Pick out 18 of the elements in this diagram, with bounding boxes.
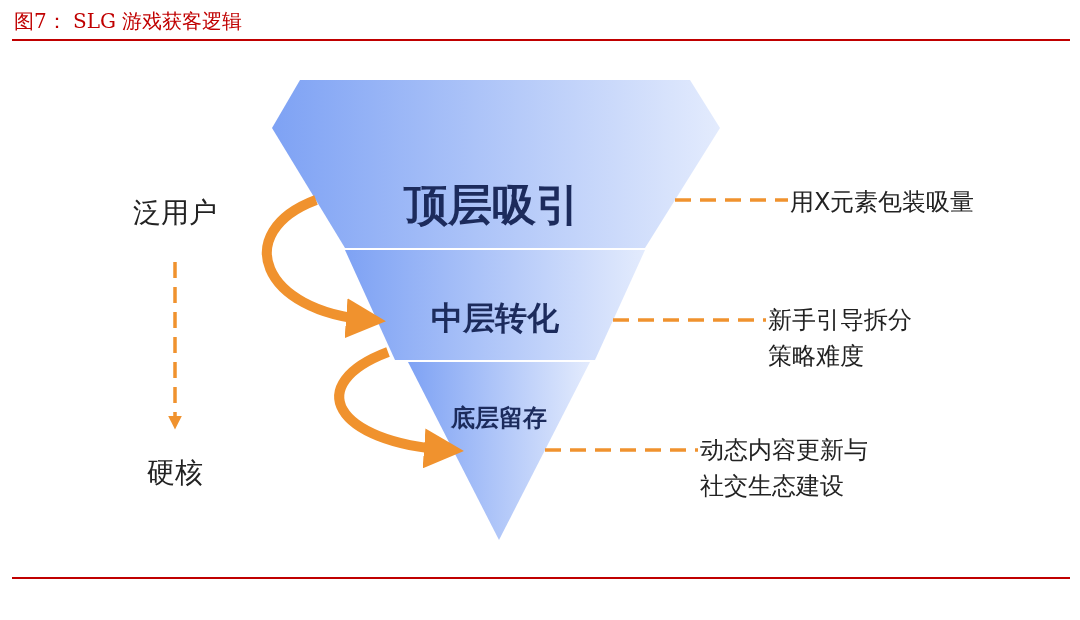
text-label: 新手引导拆分策略难度 (768, 305, 913, 372)
arrow (168, 262, 182, 430)
layer-label: 中层转化 (430, 298, 560, 339)
arrow (334, 347, 464, 468)
dashed-connector (675, 198, 788, 202)
layer-label: 顶层吸引 (402, 178, 581, 232)
funnel-layer (345, 250, 645, 360)
text-label: 泛用户 (132, 195, 218, 231)
text-label: 硬核 (146, 455, 204, 491)
layer-label: 底层留存 (450, 403, 548, 434)
dashed-connector (613, 318, 766, 322)
funnel-layer (408, 362, 590, 540)
figure-title: 图7： SLG 游戏获客逻辑 (14, 8, 243, 35)
arrow (262, 195, 386, 337)
dashed-connector (545, 448, 698, 452)
text-label: 动态内容更新与社交生态建设 (700, 435, 869, 502)
funnel-layer (272, 80, 720, 248)
text-label: 用X元素包装吸量 (790, 187, 976, 218)
